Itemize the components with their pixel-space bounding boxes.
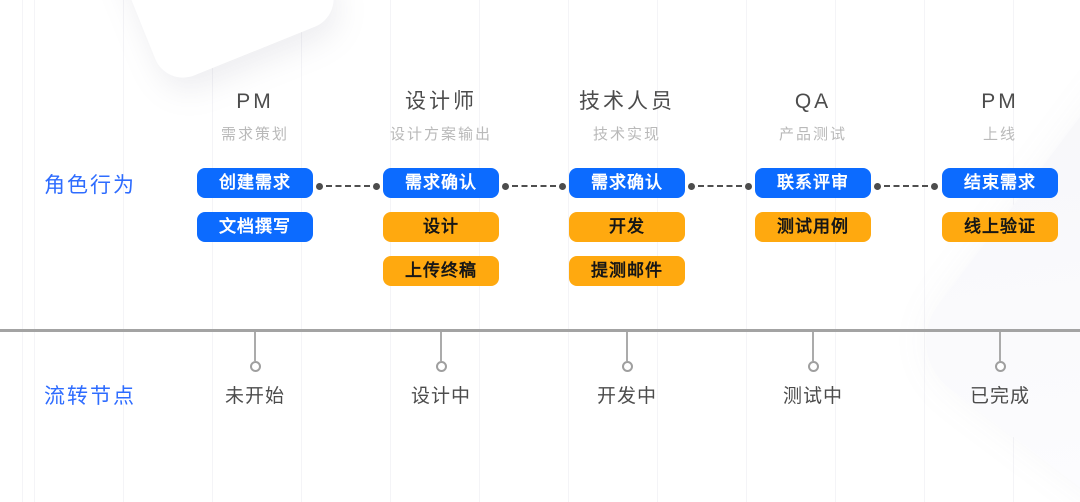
node-label: 未开始 xyxy=(224,386,285,407)
row-label-flow-nodes: 流转节点 xyxy=(44,385,136,408)
node-label: 已完成 xyxy=(969,386,1030,407)
action-button-develop[interactable]: 开发 xyxy=(569,212,685,242)
role-column-qa: QA 产品测试 联系评审 测试用例 xyxy=(728,0,898,300)
timeline-node-completed: 已完成 xyxy=(915,332,1080,409)
connector-dot xyxy=(373,182,380,190)
connector-dashes xyxy=(698,185,742,187)
connector-dot xyxy=(931,182,938,190)
node-circle-icon xyxy=(435,361,447,372)
dotted-connector xyxy=(316,182,380,190)
role-subtitle: 产品测试 xyxy=(778,126,847,143)
row-label-role-actions: 角色行为 xyxy=(44,174,136,197)
dotted-connector xyxy=(688,182,752,190)
action-button-contact-review[interactable]: 联系评审 xyxy=(755,168,871,198)
connector-dot xyxy=(502,182,509,190)
node-tick xyxy=(812,332,814,361)
action-button-design[interactable]: 设计 xyxy=(383,212,499,242)
action-button-confirm-requirement[interactable]: 需求确认 xyxy=(569,168,685,198)
action-button-online-verify[interactable]: 线上验证 xyxy=(942,212,1058,242)
action-list: 联系评审 测试用例 xyxy=(728,168,898,242)
role-title: QA xyxy=(794,90,832,113)
node-circle-icon xyxy=(807,361,819,372)
connector-dashes xyxy=(326,185,370,187)
node-tick xyxy=(440,332,442,361)
action-button-confirm-requirement[interactable]: 需求确认 xyxy=(383,168,499,198)
role-title: 设计师 xyxy=(405,90,477,113)
timeline-node-developing: 开发中 xyxy=(542,332,712,409)
dotted-connector xyxy=(874,182,938,190)
role-column-designer: 设计师 设计方案输出 需求确认 设计 上传终稿 xyxy=(356,0,526,300)
node-circle-icon xyxy=(994,361,1006,372)
role-column-engineer: 技术人员 技术实现 需求确认 开发 提测邮件 xyxy=(542,0,712,300)
action-button-write-doc[interactable]: 文档撰写 xyxy=(197,212,313,242)
node-label: 测试中 xyxy=(782,386,843,407)
node-circle-icon xyxy=(249,361,261,372)
node-tick xyxy=(999,332,1001,361)
action-list: 需求确认 设计 上传终稿 xyxy=(356,168,526,286)
role-title: PM xyxy=(981,90,1019,113)
role-subtitle: 设计方案输出 xyxy=(389,126,492,143)
node-label: 开发中 xyxy=(596,386,657,407)
timeline-node-testing: 测试中 xyxy=(728,332,898,409)
timeline-line xyxy=(0,329,1080,332)
connector-dot xyxy=(688,182,695,190)
connector-dashes xyxy=(512,185,556,187)
timeline-node-not-started: 未开始 xyxy=(170,332,340,409)
role-subtitle: 技术实现 xyxy=(592,126,661,143)
role-subtitle: 需求策划 xyxy=(220,126,289,143)
role-title: 技术人员 xyxy=(579,90,675,113)
dotted-connector xyxy=(502,182,566,190)
action-button-test-cases[interactable]: 测试用例 xyxy=(755,212,871,242)
action-button-close-requirement[interactable]: 结束需求 xyxy=(942,168,1058,198)
action-list: 创建需求 文档撰写 xyxy=(170,168,340,242)
role-subtitle: 上线 xyxy=(982,126,1017,143)
connector-dot xyxy=(559,182,566,190)
action-button-test-email[interactable]: 提测邮件 xyxy=(569,256,685,286)
role-title: PM xyxy=(236,90,274,113)
connector-dashes xyxy=(884,185,928,187)
connector-dot xyxy=(745,182,752,190)
action-list: 需求确认 开发 提测邮件 xyxy=(542,168,712,286)
role-column-pm-launch: PM 上线 结束需求 线上验证 xyxy=(915,0,1080,300)
connector-dot xyxy=(316,182,323,190)
action-button-upload-final[interactable]: 上传终稿 xyxy=(383,256,499,286)
node-tick xyxy=(254,332,256,361)
action-button-create-requirement[interactable]: 创建需求 xyxy=(197,168,313,198)
node-label: 设计中 xyxy=(410,386,471,407)
action-list: 结束需求 线上验证 xyxy=(915,168,1080,242)
node-circle-icon xyxy=(621,361,633,372)
node-tick xyxy=(626,332,628,361)
role-column-pm-planning: PM 需求策划 创建需求 文档撰写 xyxy=(170,0,340,300)
connector-dot xyxy=(874,182,881,190)
timeline-node-designing: 设计中 xyxy=(356,332,526,409)
